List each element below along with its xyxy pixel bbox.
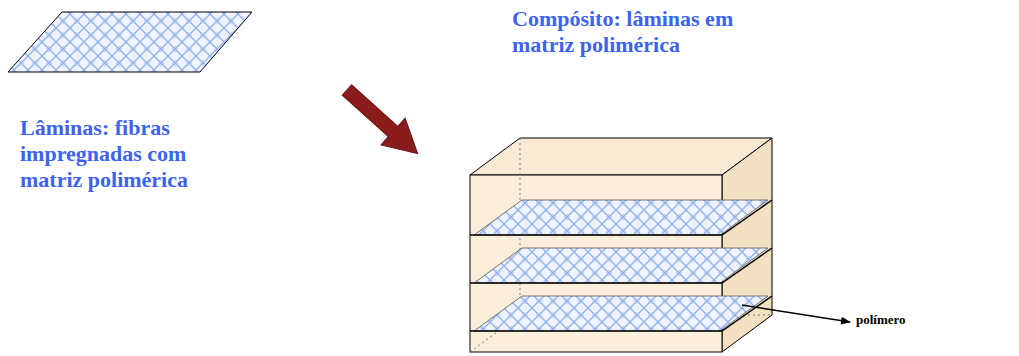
leader-arrow (742, 305, 850, 322)
lamina-sheet (8, 12, 252, 72)
composite-caption: Compósito: lâminas em matriz polimérica (512, 6, 750, 58)
part-name: polímero (856, 313, 906, 327)
embedded-lamina (474, 200, 768, 331)
composite-block (470, 138, 772, 352)
process-arrow (335, 77, 430, 167)
lamina-caption: Lâminas: fibras impregnadas com matriz p… (20, 115, 235, 193)
